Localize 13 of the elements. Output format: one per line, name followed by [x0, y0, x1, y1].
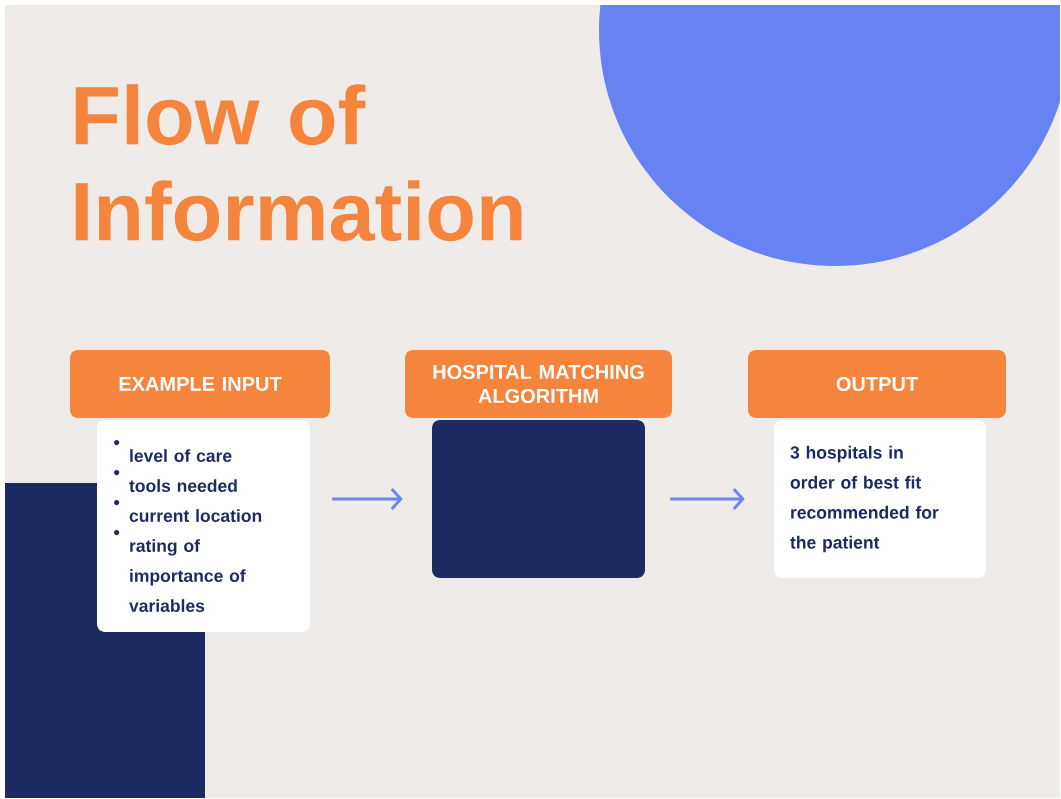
process-box — [432, 420, 645, 578]
header-box: OUTPUT — [748, 350, 1006, 418]
list-item: level of care — [114, 439, 232, 462]
header-box: EXAMPLE INPUT — [70, 350, 330, 418]
list-item: rating of importance of variables — [114, 529, 246, 612]
text-card: 3 hospitals in order of best fit recommended for the patient — [774, 420, 986, 578]
text-card — [97, 420, 310, 632]
header-box: HOSPITAL MATCHING ALGORITHM — [405, 350, 672, 418]
title: Flow of Information — [75, 84, 522, 242]
arrow — [670, 487, 745, 510]
arrow — [332, 487, 403, 510]
list-item: current location — [114, 499, 262, 522]
list-item: tools needed — [114, 469, 237, 492]
